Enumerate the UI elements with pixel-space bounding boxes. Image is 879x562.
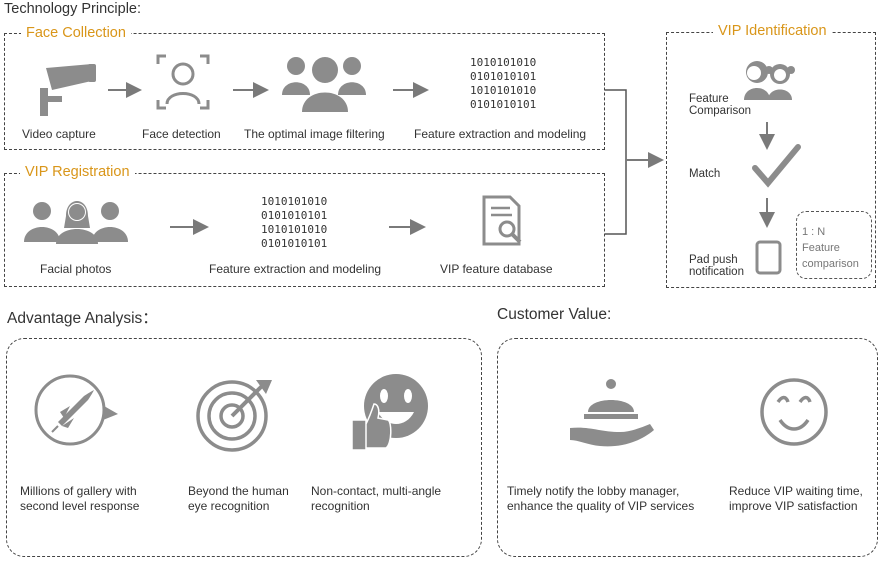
- face-collection-box: [4, 33, 605, 150]
- match-check-icon: [752, 144, 801, 188]
- smiley-thumbs-up-icon: [351, 374, 428, 451]
- vip-registration-box: [4, 173, 605, 287]
- customer-value-item-2: Reduce VIP waiting time,improve VIP sati…: [729, 484, 863, 513]
- database-document-icon: [482, 195, 522, 246]
- technology-principle-title: Technology Principle:: [4, 1, 142, 17]
- step-facial-photos: Facial photos: [40, 262, 112, 276]
- camera-icon: [40, 64, 96, 116]
- merge-connector: [605, 89, 664, 235]
- pad-icon: [755, 240, 782, 275]
- face-detection-icon: [156, 54, 210, 110]
- customer-value-item-1: Timely notify the lobby manager,enhance …: [507, 484, 695, 513]
- facial-photos-icon: [24, 201, 128, 244]
- vip-registration-heading: VIP Registration: [20, 164, 135, 180]
- step-face-detection: Face detection: [142, 127, 221, 141]
- customer-value-title: Customer Value:: [497, 306, 612, 323]
- advantage-analysis-title: Advantage Analysis：: [7, 310, 158, 327]
- advantage-analysis-box: [6, 338, 482, 557]
- rocket-icon: [34, 374, 118, 446]
- smile-face-icon: [760, 378, 828, 446]
- feature-comparison-icon: [744, 61, 795, 100]
- match-label: Match: [689, 168, 721, 180]
- step-feature-extraction: Feature extraction and modeling: [414, 127, 587, 141]
- ratio-box: [796, 211, 872, 279]
- step-vip-feature-database: VIP feature database: [440, 262, 553, 276]
- step-registration-feature-extraction: Feature extraction and modeling: [209, 262, 382, 276]
- vip-identification-heading: VIP Identification: [713, 23, 832, 39]
- target-icon: [196, 380, 272, 452]
- people-group-icon: [282, 57, 366, 112]
- step-video-capture: Video capture: [22, 127, 96, 141]
- face-collection-heading: Face Collection: [21, 25, 131, 41]
- step-optimal-image-filtering: The optimal image filtering: [244, 127, 385, 141]
- customer-value-box: [497, 338, 878, 557]
- service-hand-icon: [570, 379, 654, 447]
